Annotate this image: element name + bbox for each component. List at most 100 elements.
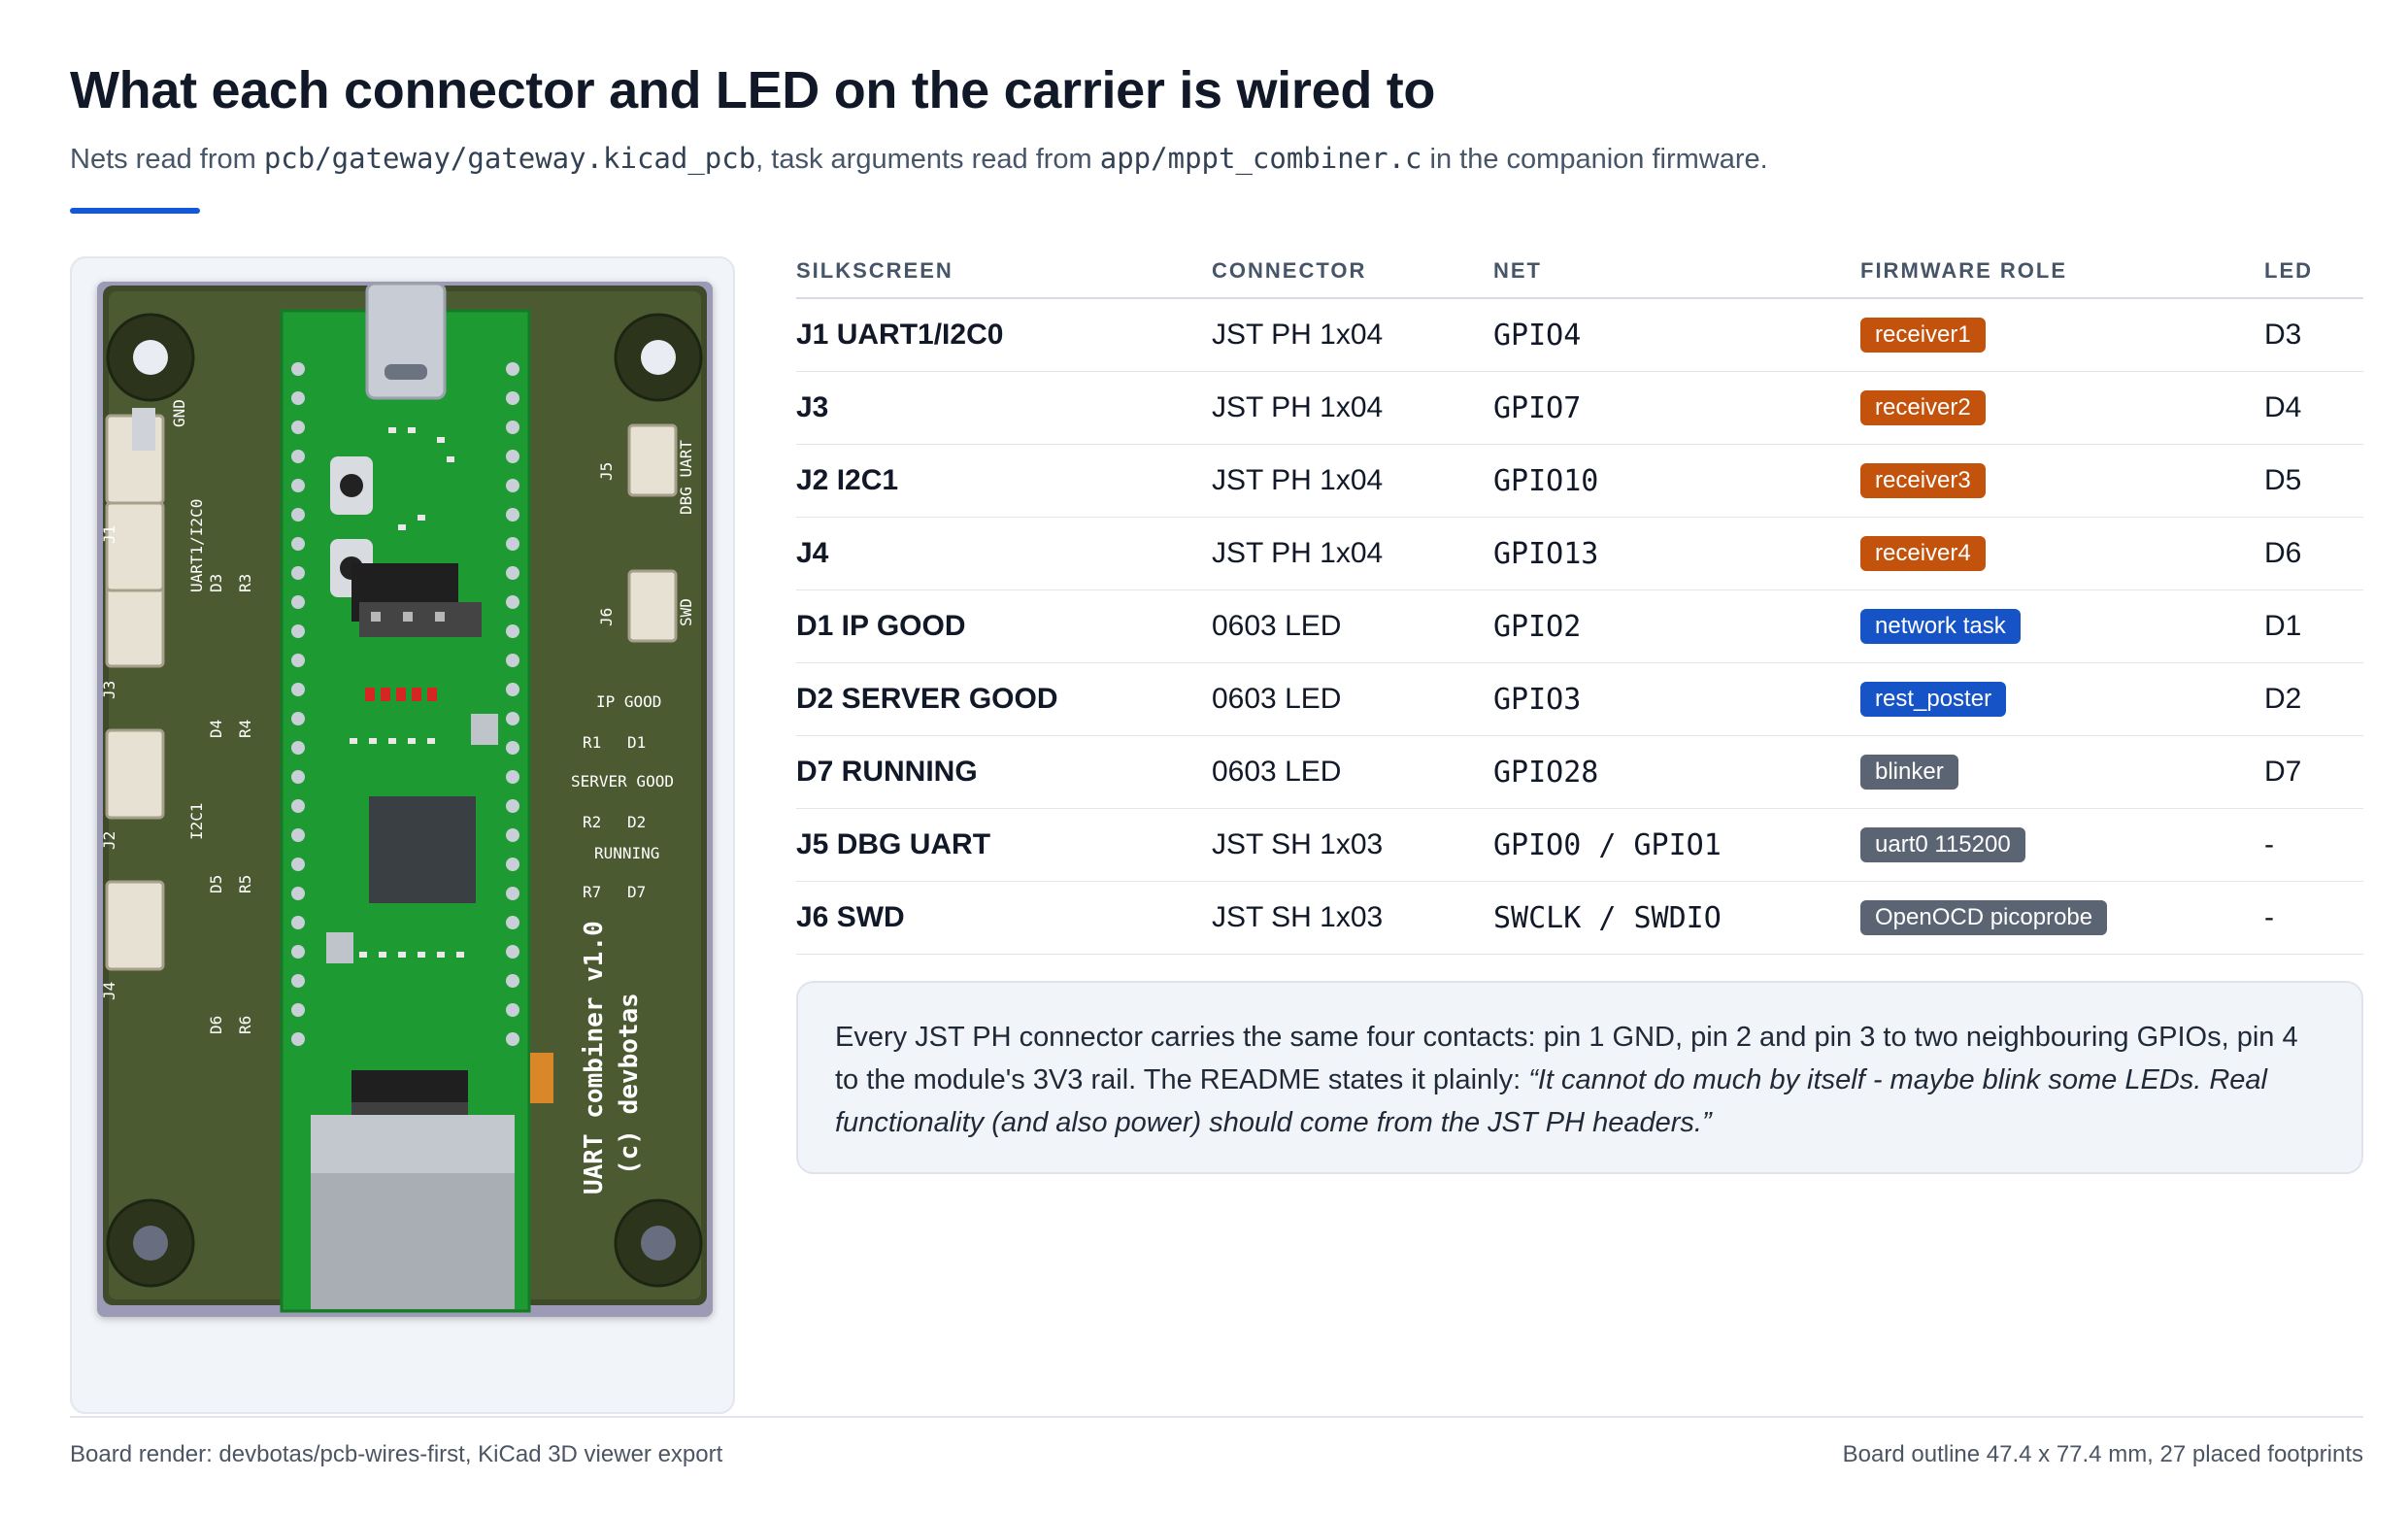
silk-ip-good: IP GOOD (596, 692, 661, 711)
net-cell: GPIO28 (1493, 756, 1599, 790)
silk-gnd: GND (170, 399, 188, 427)
silk-r6: R6 (236, 1016, 254, 1034)
header-connector: CONNECTOR (1212, 258, 1367, 283)
footer-divider (70, 1416, 2363, 1418)
board-photo-card: GND J1 UART1/I2C0 D3 R3 J3 D4 R4 J2 I2C1… (70, 256, 735, 1414)
header-net: NET (1493, 258, 1542, 283)
board-render: GND J1 UART1/I2C0 D3 R3 J3 D4 R4 J2 I2C1… (97, 282, 713, 1317)
silkscreen-cell: D7 RUNNING (796, 756, 978, 788)
led-cell: D7 (2264, 756, 2302, 788)
usb-c-connector (365, 282, 447, 400)
table-row: J6 SWD JST SH 1x03 SWCLK / SWDIO OpenOCD… (796, 882, 2363, 955)
header-led: LED (2264, 258, 2313, 283)
role-badge: uart0 115200 (1860, 827, 2025, 862)
mounting-hole (614, 313, 703, 402)
table-row: J3 JST PH 1x04 GPIO7 receiver2 D4 (796, 372, 2363, 445)
silk-j4: J4 (100, 982, 118, 1000)
note-text: Every JST PH connector carries the same … (835, 1022, 2298, 1095)
silk-r2: R2 (583, 813, 601, 831)
silk-r3: R3 (236, 574, 254, 592)
silk-r1: R1 (583, 733, 601, 752)
subtitle-mid: , task arguments read from (755, 144, 1100, 175)
silk-j3: J3 (100, 681, 118, 699)
led-cell: D6 (2264, 537, 2302, 569)
silk-j2: J2 (100, 831, 118, 850)
mounting-hole (614, 1198, 703, 1288)
net-cell: GPIO0 / GPIO1 (1493, 828, 1722, 862)
readme-quote: “It cannot do much by itself - maybe bli… (835, 1064, 2267, 1138)
silk-d2: D2 (627, 813, 646, 831)
mounting-hole (106, 313, 195, 402)
silk-r7: R7 (583, 883, 601, 901)
led-cell: - (2264, 828, 2274, 860)
silk-dbg-uart: DBG UART (677, 440, 695, 515)
silkscreen-cell: J5 DBG UART (796, 828, 991, 860)
silkscreen-cell: J4 (796, 537, 829, 569)
mounting-hole (106, 1198, 195, 1288)
subtitle-prefix: Nets read from (70, 144, 264, 175)
table-row: J4 JST PH 1x04 GPIO13 receiver4 D6 (796, 518, 2363, 590)
firmware-path: app/mppt_combiner.c (1099, 142, 1422, 175)
table-header: SILKSCREEN CONNECTOR NET FIRMWARE ROLE L… (796, 254, 2363, 299)
connector-cell: 0603 LED (1212, 683, 1342, 715)
connector-cell: 0603 LED (1212, 756, 1342, 788)
silk-board-name: UART combiner v1.0 (580, 921, 609, 1195)
net-cell: SWCLK / SWDIO (1493, 901, 1722, 935)
net-cell: GPIO7 (1493, 391, 1582, 425)
connector-cell: JST SH 1x03 (1212, 901, 1384, 933)
silk-j5: J5 (597, 462, 616, 481)
pcb-path: pcb/gateway/gateway.kicad_pcb (263, 142, 756, 175)
net-cell: GPIO13 (1493, 537, 1599, 571)
silk-server-good: SERVER GOOD (571, 772, 674, 791)
role-badge: receiver3 (1860, 463, 1986, 498)
role-badge: receiver4 (1860, 536, 1986, 571)
silk-d1: D1 (627, 733, 646, 752)
silk-swd: SWD (677, 598, 695, 626)
led-cell: D2 (2264, 683, 2302, 715)
led-cell: D5 (2264, 464, 2302, 496)
subtitle-suffix: in the companion firmware. (1421, 144, 1768, 175)
footer-board-stats: Board outline 47.4 x 77.4 mm, 27 placed … (1842, 1441, 2363, 1467)
silk-d5: D5 (207, 875, 225, 893)
silkscreen-cell: J3 (796, 391, 829, 423)
connector-cell: JST PH 1x04 (1212, 391, 1384, 423)
net-cell: GPIO3 (1493, 683, 1582, 717)
silk-r5: R5 (236, 875, 254, 893)
table-row: D1 IP GOOD 0603 LED GPIO2 network task D… (796, 590, 2363, 663)
page-subtitle: Nets read from pcb/gateway/gateway.kicad… (70, 142, 1768, 176)
led-cell: - (2264, 901, 2274, 933)
led-cell: D4 (2264, 391, 2302, 423)
silkscreen-cell: J6 SWD (796, 901, 905, 933)
role-badge: rest_poster (1860, 682, 2007, 717)
silk-j6: J6 (597, 608, 616, 626)
connector-cell: JST SH 1x03 (1212, 828, 1384, 860)
silk-d4: D4 (207, 720, 225, 738)
header-silkscreen: SILKSCREEN (796, 258, 953, 283)
role-badge: network task (1860, 609, 2021, 644)
accent-bar (70, 208, 200, 214)
silkscreen-cell: J2 I2C1 (796, 464, 899, 496)
silk-i2c1: I2C1 (187, 802, 206, 840)
role-badge: blinker (1860, 755, 1958, 790)
table-row: J1 UART1/I2C0 JST PH 1x04 GPIO4 receiver… (796, 299, 2363, 372)
footer-credit: Board render: devbotas/pcb-wires-first, … (70, 1441, 723, 1467)
led-cell: D3 (2264, 319, 2302, 351)
silkscreen-cell: D1 IP GOOD (796, 610, 966, 642)
silk-uart1-i2c0: UART1/I2C0 (187, 499, 206, 592)
net-cell: GPIO2 (1493, 610, 1582, 644)
net-cell: GPIO4 (1493, 319, 1582, 353)
role-badge: OpenOCD picoprobe (1860, 900, 2108, 935)
page-title: What each connector and LED on the carri… (70, 61, 1436, 119)
table-row: D2 SERVER GOOD 0603 LED GPIO3 rest_poste… (796, 663, 2363, 736)
silkscreen-cell: D2 SERVER GOOD (796, 683, 1058, 715)
table-row: D7 RUNNING 0603 LED GPIO28 blinker D7 (796, 736, 2363, 809)
table-row: J5 DBG UART JST SH 1x03 GPIO0 / GPIO1 ua… (796, 809, 2363, 882)
silkscreen-cell: J1 UART1/I2C0 (796, 319, 1004, 351)
connector-cell: JST PH 1x04 (1212, 537, 1384, 569)
silk-d6: D6 (207, 1016, 225, 1034)
silk-author: (c) devbotas (615, 993, 644, 1175)
role-badge: receiver2 (1860, 390, 1986, 425)
role-badge: receiver1 (1860, 318, 1986, 353)
connector-cell: JST PH 1x04 (1212, 319, 1384, 351)
readme-note: Every JST PH connector carries the same … (796, 981, 2363, 1174)
